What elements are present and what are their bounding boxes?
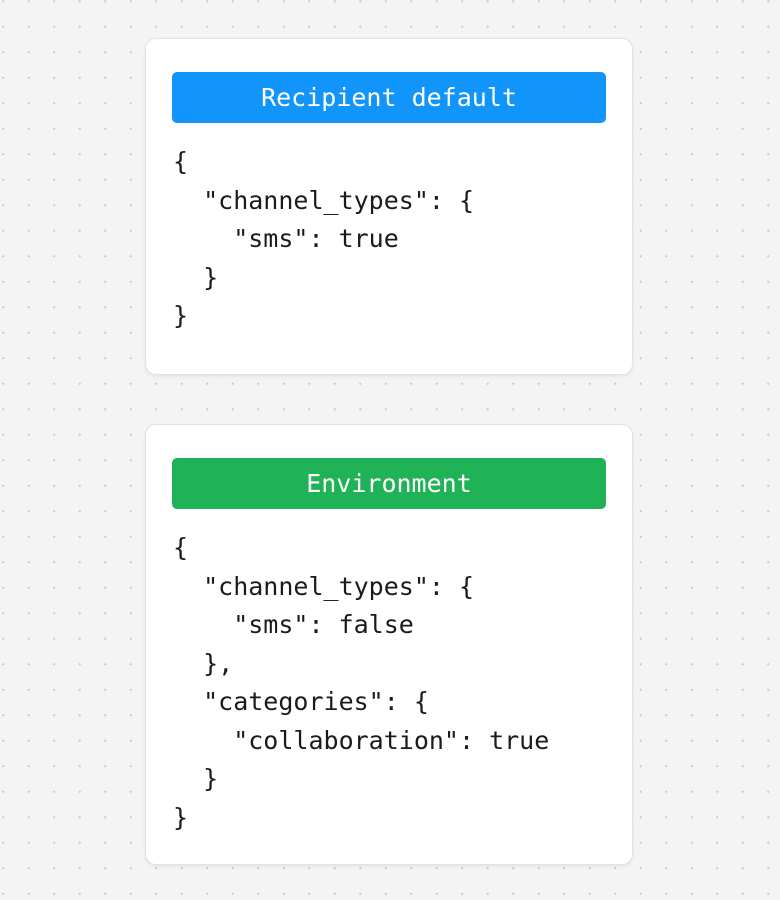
- json-line: }: [173, 764, 219, 793]
- json-line: "collaboration": true: [173, 725, 550, 755]
- json-line: "sms": true: [173, 224, 399, 253]
- json-line: {: [173, 533, 189, 562]
- card-environment[interactable]: Environment { "channel_types": { "sms": …: [145, 424, 633, 865]
- json-line: }: [173, 262, 219, 292]
- json-line: {: [173, 147, 189, 176]
- json-line: }: [173, 802, 189, 832]
- json-line: "channel_types": {: [173, 185, 475, 215]
- card-banner-label: Recipient default: [261, 83, 517, 112]
- json-body-recipient-default: { "channel_types": { "sms": true }}: [173, 143, 612, 336]
- json-line: "categories": {: [173, 687, 429, 716]
- json-line: "sms": false: [173, 610, 414, 639]
- json-line: "channel_types": {: [173, 571, 475, 601]
- card-banner-recipient-default: Recipient default: [172, 72, 606, 123]
- card-banner-environment: Environment: [172, 458, 606, 509]
- card-recipient-default[interactable]: Recipient default { "channel_types": { "…: [145, 38, 633, 375]
- json-line: },: [173, 648, 234, 678]
- json-line: }: [173, 301, 189, 330]
- json-body-environment: { "channel_types": { "sms": false }, "ca…: [173, 529, 612, 837]
- card-banner-label: Environment: [306, 469, 472, 498]
